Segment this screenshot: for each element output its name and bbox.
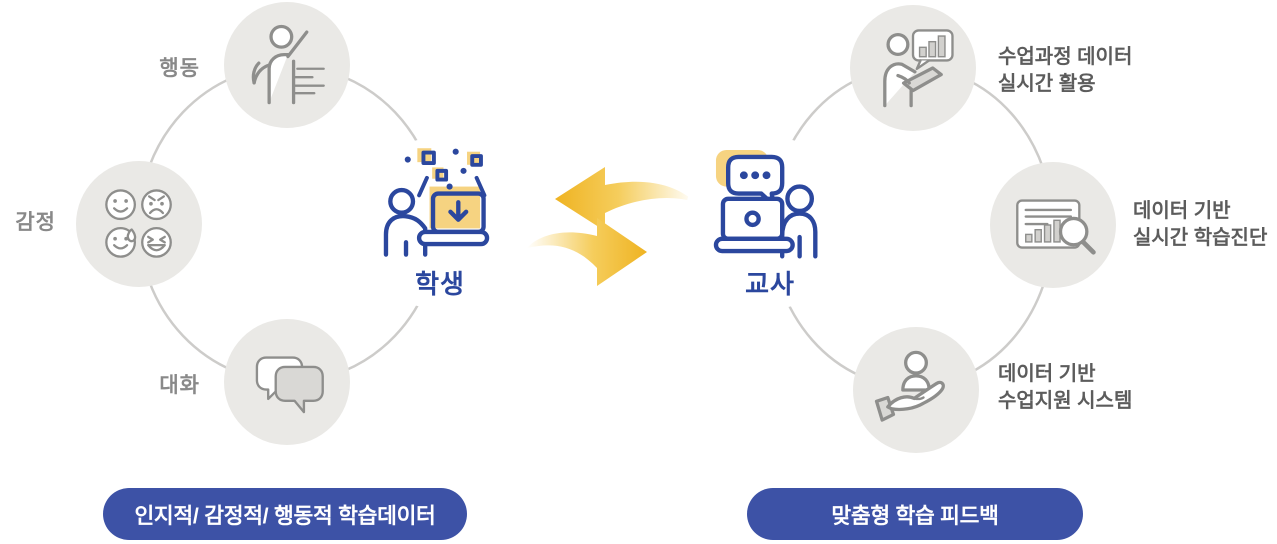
satellite-diagnosis-circle <box>990 162 1116 288</box>
lesson-data-label-line1: 수업과정 데이터 <box>998 46 1133 68</box>
behavior-label: 행동 <box>159 57 200 80</box>
hand-support-icon <box>874 350 945 422</box>
teacher-laptop-chat-icon <box>713 149 818 258</box>
lesson-data-label-line2: 실시간 활용 <box>998 73 1096 95</box>
raising-hand-icon <box>251 24 325 105</box>
report-magnifier-icon <box>1016 199 1096 255</box>
emotion-label: 감정 <box>15 211 56 234</box>
emotion-faces-icon <box>105 189 172 258</box>
student-hub-circle: 학생 <box>354 137 526 309</box>
diagnosis-label-line1: 데이터 기반 <box>1133 200 1231 222</box>
conversation-label: 대화 <box>159 374 200 397</box>
student-laptop-data-icon <box>383 147 490 257</box>
teacher-hub-circle: 교사 <box>684 137 856 309</box>
exchange-arrows <box>527 167 695 286</box>
satellite-lesson-data-circle <box>850 5 976 131</box>
diagnosis-label: 데이터 기반 실시간 학습진단 <box>1133 198 1267 252</box>
presenter-chart-icon <box>883 29 954 108</box>
satellite-support-circle <box>853 327 979 453</box>
teacher-label: 교사 <box>745 268 795 299</box>
arrow-left-icon <box>555 167 695 231</box>
lesson-data-label: 수업과정 데이터 실시간 활용 <box>998 44 1132 98</box>
support-label: 데이터 기반 수업지원 시스템 <box>998 361 1132 415</box>
arrow-right-icon <box>527 218 647 286</box>
feedback-pill: 맞춤형 학습 피드백 <box>747 488 1083 540</box>
student-label: 학생 <box>415 268 465 299</box>
satellite-behavior-circle <box>224 2 350 128</box>
support-label-line2: 수업지원 시스템 <box>998 390 1133 412</box>
satellite-conversation-circle <box>224 319 350 445</box>
speech-bubbles-icon <box>255 356 324 414</box>
diagnosis-label-line2: 실시간 학습진단 <box>1133 227 1268 249</box>
satellite-emotion-circle <box>76 161 202 287</box>
student-data-pill: 인지적/ 감정적/ 행동적 학습데이터 <box>103 488 467 540</box>
support-label-line1: 데이터 기반 <box>998 363 1096 385</box>
